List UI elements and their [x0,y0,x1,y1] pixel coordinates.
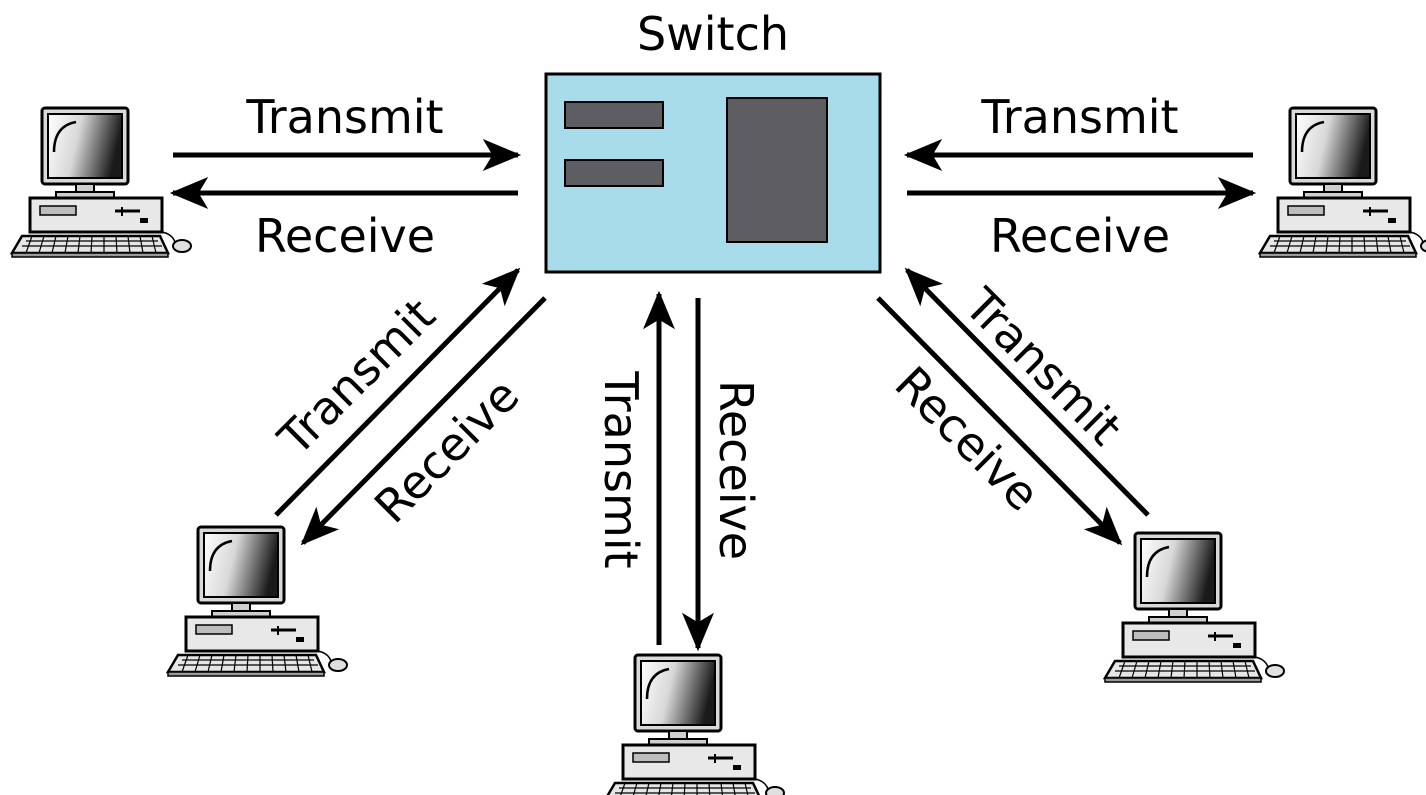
switch-title: Switch [637,7,789,61]
desktop-computer-icon [10,106,193,259]
label-receive-bottom-left: Receive [364,368,530,534]
arrow-transmit-bottom-left [274,267,521,517]
switch-port-top [564,101,664,129]
desktop-computer-icon [1103,531,1286,684]
computer-left [10,106,193,259]
computer-bottom-left [166,525,349,678]
computer-bottom-right [1103,531,1286,684]
label-transmit-right: Transmit [980,90,1178,144]
computer-right [1258,106,1426,259]
switch-panel [726,97,828,243]
label-transmit-left: Transmit [245,90,443,144]
computer-bottom-center [603,653,786,795]
label-transmit-bottom-center: Transmit [594,370,648,568]
label-receive-left: Receive [255,209,435,263]
switch-port-bottom [564,159,664,187]
arrow-transmit-bottom-right [904,267,1150,517]
label-receive-bottom-center: Receive [709,380,763,560]
label-receive-right: Receive [990,209,1170,263]
desktop-computer-icon [603,653,786,795]
desktop-computer-icon [1258,106,1426,259]
arrow-receive-bottom-right [876,296,1123,546]
arrow-receive-bottom-left [300,296,547,546]
desktop-computer-icon [166,525,349,678]
switch-device: Switch [544,7,882,274]
